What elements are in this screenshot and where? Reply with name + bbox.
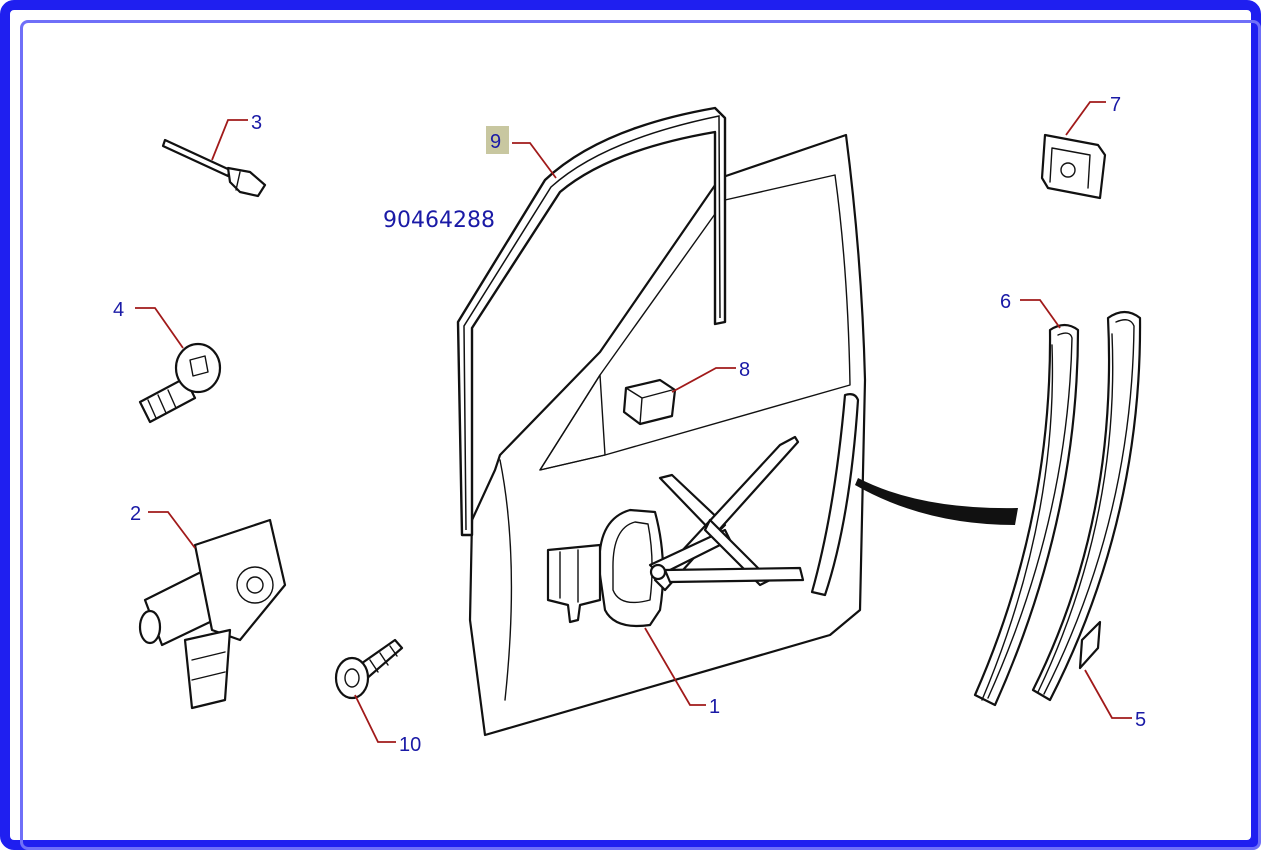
callout-9[interactable]: 9 bbox=[490, 131, 501, 153]
leader-4 bbox=[135, 307, 184, 349]
leader-9 bbox=[512, 142, 557, 179]
callout-8[interactable]: 8 bbox=[739, 359, 750, 381]
leader-10 bbox=[354, 694, 396, 743]
window-regulator bbox=[546, 435, 805, 628]
leader-1 bbox=[644, 627, 706, 706]
callout-7[interactable]: 7 bbox=[1110, 94, 1121, 116]
leader-5 bbox=[1084, 669, 1132, 719]
glass-run-channel bbox=[973, 323, 1080, 707]
leader-3 bbox=[211, 119, 248, 161]
callout-9-highlight bbox=[486, 126, 509, 154]
callout-2[interactable]: 2 bbox=[130, 503, 141, 525]
leader-lines bbox=[135, 101, 1132, 743]
callout-6[interactable]: 6 bbox=[1000, 291, 1011, 313]
door-seal-frame bbox=[456, 106, 727, 537]
exploded-pointer bbox=[855, 478, 1018, 525]
bumper-block bbox=[622, 378, 677, 426]
callout-10[interactable]: 10 bbox=[399, 734, 421, 756]
window-motor bbox=[138, 518, 287, 710]
callout-5[interactable]: 5 bbox=[1135, 709, 1146, 731]
rivet-pin bbox=[161, 138, 267, 198]
leader-8 bbox=[671, 367, 736, 393]
leader-6 bbox=[1020, 299, 1061, 329]
part-number-label: 90464288 bbox=[383, 208, 495, 233]
callout-labels: 9 3 4 2 10 8 1 7 6 5 90464288 bbox=[113, 94, 1146, 756]
callout-3[interactable]: 3 bbox=[251, 112, 262, 134]
leader-7 bbox=[1065, 101, 1106, 136]
push-clip bbox=[334, 638, 404, 700]
door-rear-channel bbox=[810, 393, 860, 597]
callout-4[interactable]: 4 bbox=[113, 299, 124, 321]
callout-1[interactable]: 1 bbox=[709, 696, 720, 718]
channel-bracket bbox=[1031, 310, 1142, 702]
diagram-frame-inner bbox=[20, 20, 1261, 850]
retainer-clip bbox=[1040, 133, 1107, 200]
bolt bbox=[138, 342, 222, 424]
leader-2 bbox=[148, 511, 196, 549]
